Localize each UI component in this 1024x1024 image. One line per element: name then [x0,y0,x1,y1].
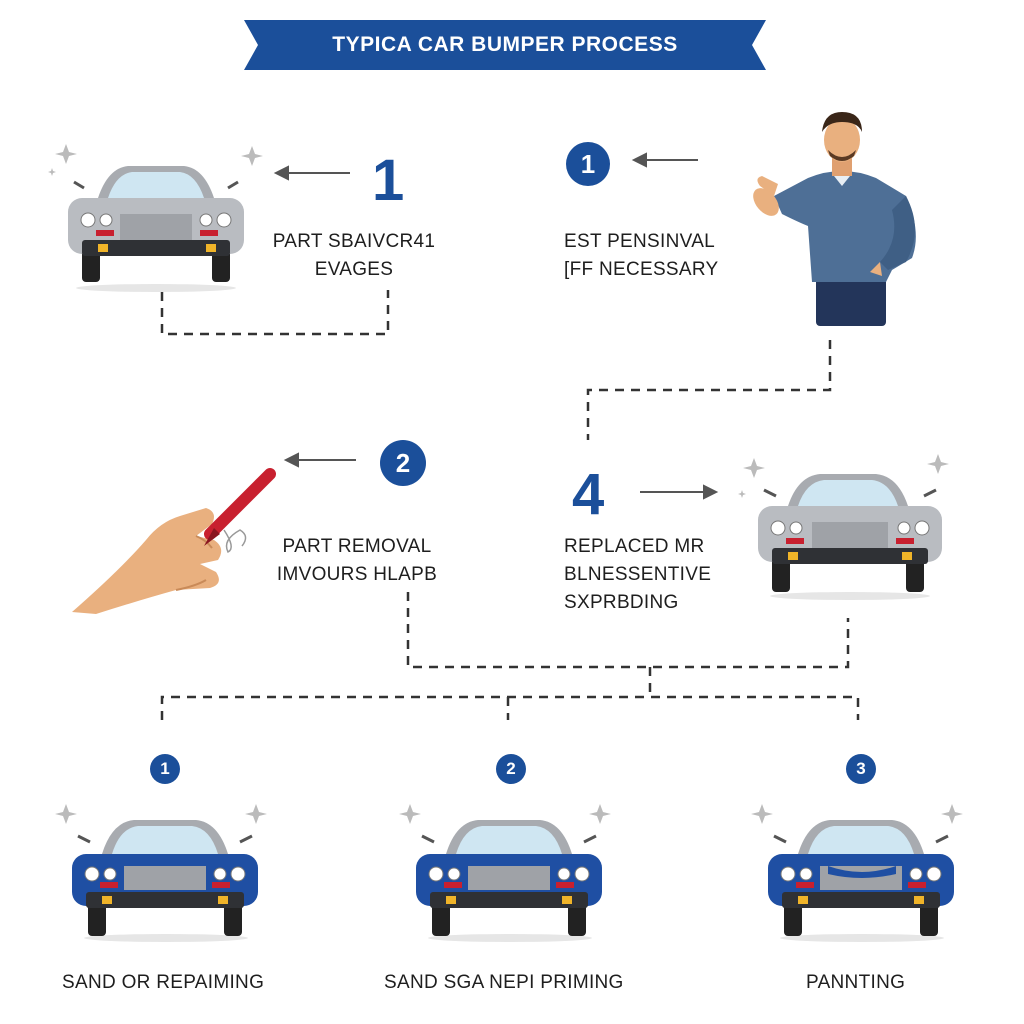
step-badge-1: 1 [566,142,610,186]
step-number-1-large: 1 [372,148,405,213]
step-text-line: EST PENSINVAL [564,231,716,252]
step-text-line: EVAGES [314,259,394,280]
bottom-step-badge-1: 1 [150,754,180,784]
page-title: TYPICA CAR BUMPER PROCESS [332,33,678,56]
car-blue-icon [768,820,954,942]
sparkle-icon [55,804,267,824]
step-text-middle-right: REPLACED MR BLNESSENTIVE SXPRBDING [564,533,711,617]
step-number-4-large: 4 [572,462,605,527]
step-text-line: PART SBAIVCR41 [272,231,436,252]
step-text-top-right: EST PENSINVAL [FF NECESSARY [564,228,719,284]
title-banner: TYPICA CAR BUMPER PROCESS [244,20,766,70]
sparkle-icon [738,454,949,498]
bottom-step-label-3: PANNTING [806,972,906,993]
bottom-step-label-2: SAND SGA NEPI PRIMING [384,972,624,993]
step-text-line: REPLACED MR [564,536,705,557]
connector-middle [406,592,850,669]
step-text-line: PART REMOVAL [282,536,432,557]
arrow-left-icon [631,152,698,168]
step-text-top-left: PART SBAIVCR41 EVAGES [264,228,444,284]
arrow-right-icon [640,484,719,500]
bottom-step-badge-2: 2 [496,754,526,784]
connector-person-to-step4 [586,340,832,440]
arrow-left-icon [273,165,350,181]
sparkle-icon [751,804,963,824]
arrow-left-icon [283,452,356,468]
sparkle-icon [399,804,611,824]
step-text-line: [FF NECESSARY [564,259,719,280]
step-text-line: BLNESSENTIVE [564,564,712,585]
sparkle-icon [48,144,263,176]
step-text-line: SXPRBDING [564,592,679,613]
connector-top-left [160,290,390,336]
car-blue-icon [72,820,258,942]
step-text-middle-left: PART REMOVAL IMVOURS HLAPB [262,533,452,589]
car-blue-icon [416,820,602,942]
bottom-step-badge-3: 3 [846,754,876,784]
connector-bottom-bar [160,695,860,720]
banner-ribbon [244,20,766,70]
step-text-line: IMVOURS HLAPB [276,564,438,585]
step-badge-2: 2 [380,440,426,486]
bottom-step-label-1: SAND OR REPAIMING [62,972,265,993]
